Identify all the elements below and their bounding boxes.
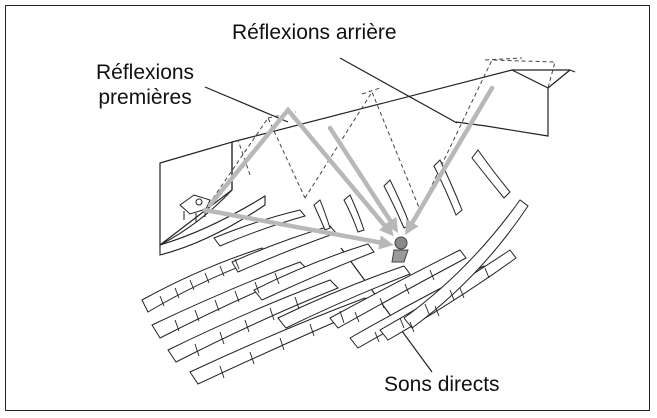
seat-row-right-4 [343,194,365,233]
seat-backs [159,258,490,379]
early-reflections-line2: premières [98,86,192,110]
seat-row-8 [277,265,411,329]
seat-row-right-3 [383,179,411,229]
rear-wall [485,69,549,137]
sound-arrows [202,85,495,250]
seat-row-right-1 [471,149,511,199]
seat-row-right-2 [433,159,463,216]
seat-row-right-5 [313,199,331,231]
direct-label-leader [340,247,433,373]
seat-row-5 [213,209,306,247]
rear-reflections-label: Réflexions arrière [232,21,397,44]
direct-sound-label: Sons directs [384,373,500,396]
seat-row-9 [329,249,467,329]
rear-label-leader [339,57,458,124]
seat-row-3 [167,279,339,363]
listener-icon [391,236,409,263]
early-reflection-arrow-2 [327,125,399,233]
seat-row-7 [253,243,375,301]
early-reflection-arrow-1 [207,106,394,237]
hall-walls [159,57,576,373]
early-reflections-label: Réflexions premières [96,60,194,110]
direct-sound-arrow [202,207,394,250]
diagram-frame [5,5,650,411]
early-label-leader [204,86,289,123]
stage [159,189,266,256]
rear-reflection-arrow [405,85,495,235]
seat-row-12 [403,199,529,329]
early-reflections-line1: Réflexions [96,61,195,84]
ceiling-edge [231,69,513,143]
